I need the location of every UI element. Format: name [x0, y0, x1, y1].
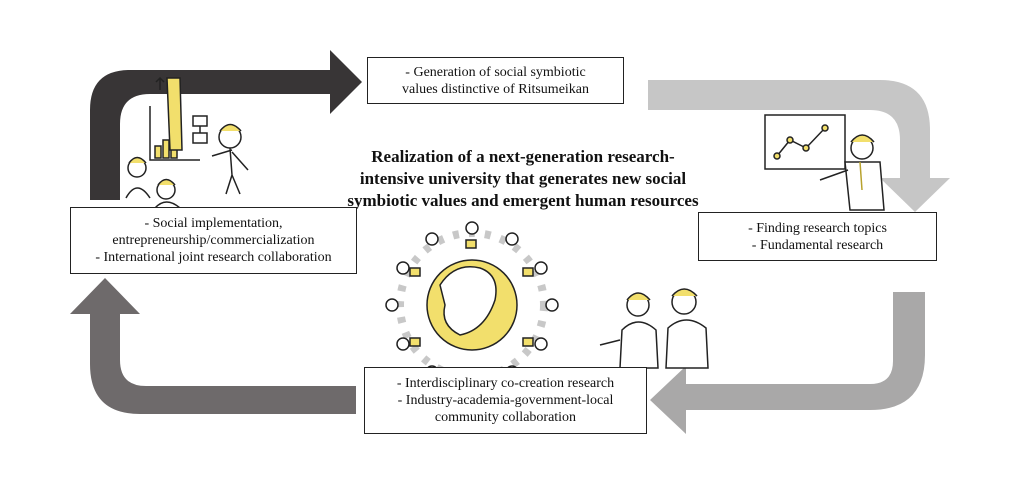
box-line: - Social implementation, — [71, 215, 356, 232]
center-title-line: intensive university that generates new … — [318, 168, 728, 190]
box-generation-of-values: - Generation of social symbiotic values … — [367, 57, 624, 104]
box-co-creation-research: - Interdisciplinary co-creation research… — [364, 367, 647, 434]
box-line: - International joint research collabora… — [71, 249, 356, 266]
center-title-line: symbiotic values and emergent human reso… — [318, 190, 728, 212]
presenter-illustration-top-right — [765, 115, 884, 210]
box-line: - Industry-academia-government-local — [365, 392, 646, 409]
box-line: entrepreneurship/commercialization — [71, 232, 356, 249]
discussion-illustration — [600, 289, 708, 368]
box-line: - Generation of social symbiotic — [368, 64, 623, 81]
globe-illustration — [386, 222, 558, 378]
center-title: Realization of a next-generation researc… — [318, 146, 728, 212]
center-title-line: Realization of a next-generation researc… — [318, 146, 728, 168]
box-finding-research-topics: - Finding research topics - Fundamental … — [698, 212, 937, 261]
box-line: - Interdisciplinary co-creation research — [365, 375, 646, 392]
arrow-bottom-left — [70, 278, 356, 414]
box-line: - Finding research topics — [699, 220, 936, 237]
presenter-illustration-top-left — [126, 78, 248, 208]
box-line: community collaboration — [365, 409, 646, 426]
box-social-implementation: - Social implementation, entrepreneurshi… — [70, 207, 357, 274]
box-line: values distinctive of Ritsumeikan — [368, 81, 623, 98]
box-line: - Fundamental research — [699, 237, 936, 254]
